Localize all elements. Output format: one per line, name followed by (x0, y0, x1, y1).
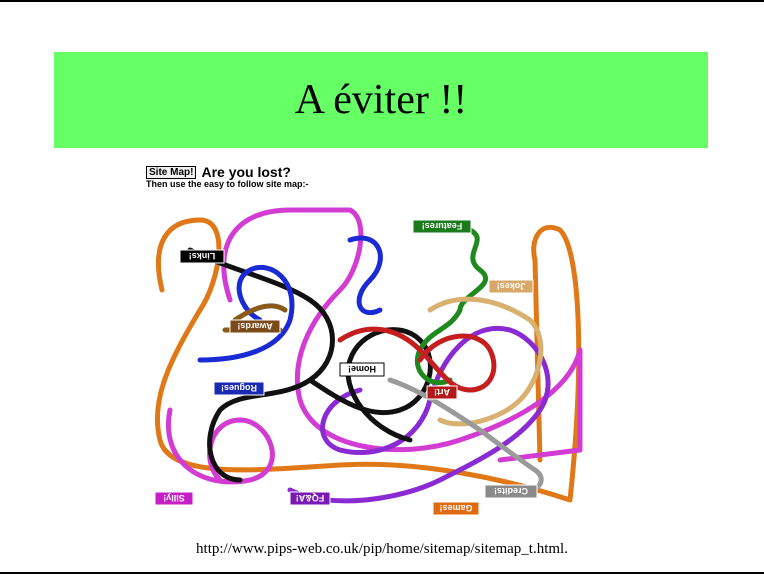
label-credits: Credits! (494, 486, 528, 496)
label-home: Home! (348, 364, 376, 374)
label-links-box (179, 249, 225, 264)
label-silly: Silly! (163, 493, 185, 503)
sitemap-header: Site Map! Are you lost? Then use the eas… (146, 164, 309, 189)
sitemap-heading: Are you lost? (201, 164, 291, 180)
label-jokes-box (488, 279, 534, 294)
bottom-rule (0, 572, 764, 574)
label-art: Art! (434, 387, 450, 397)
label-rogues-box (213, 381, 265, 396)
label-awards: Awards! (237, 321, 272, 331)
sitemap-scribble-canvas: Links! Features! Jokes! Awards! Home! Ro… (154, 207, 583, 516)
black-path (187, 247, 433, 483)
label-features: Features! (422, 221, 463, 231)
label-links: Links! (189, 251, 216, 261)
label-fqa: FQ&A! (296, 493, 325, 503)
purple-path (287, 326, 551, 504)
tan-path (427, 296, 544, 427)
label-art-box (426, 385, 458, 400)
slide-title: A éviter !! (294, 77, 468, 123)
label-jokes: Jokes! (497, 281, 526, 291)
label-rogues: Rogues! (221, 383, 257, 393)
label-fqa-box (289, 491, 331, 506)
blue-path (197, 235, 383, 363)
sitemap-subtitle: Then use the easy to follow site map:- (146, 179, 309, 189)
green-path (414, 227, 489, 386)
magenta-path (166, 207, 583, 485)
sitemap-image: Links! Features! Jokes! Awards! Home! Ro… (140, 160, 596, 522)
source-caption: http://www.pips-web.co.uk/pip/home/sitem… (196, 541, 568, 557)
label-features-box (412, 219, 472, 234)
orange-path (154, 217, 582, 503)
label-home-box (339, 362, 385, 377)
label-silly-box (154, 491, 194, 506)
sitemap-title-row: Site Map! Are you lost? (146, 164, 309, 180)
red-path (337, 326, 497, 393)
label-awards-box (229, 319, 281, 334)
sitemap-badge: Site Map! (146, 165, 197, 179)
top-rule (0, 0, 764, 2)
label-games: Games! (439, 503, 472, 513)
title-banner: A éviter !! (54, 52, 708, 148)
label-games-box (432, 501, 480, 516)
label-credits-box (484, 484, 538, 499)
